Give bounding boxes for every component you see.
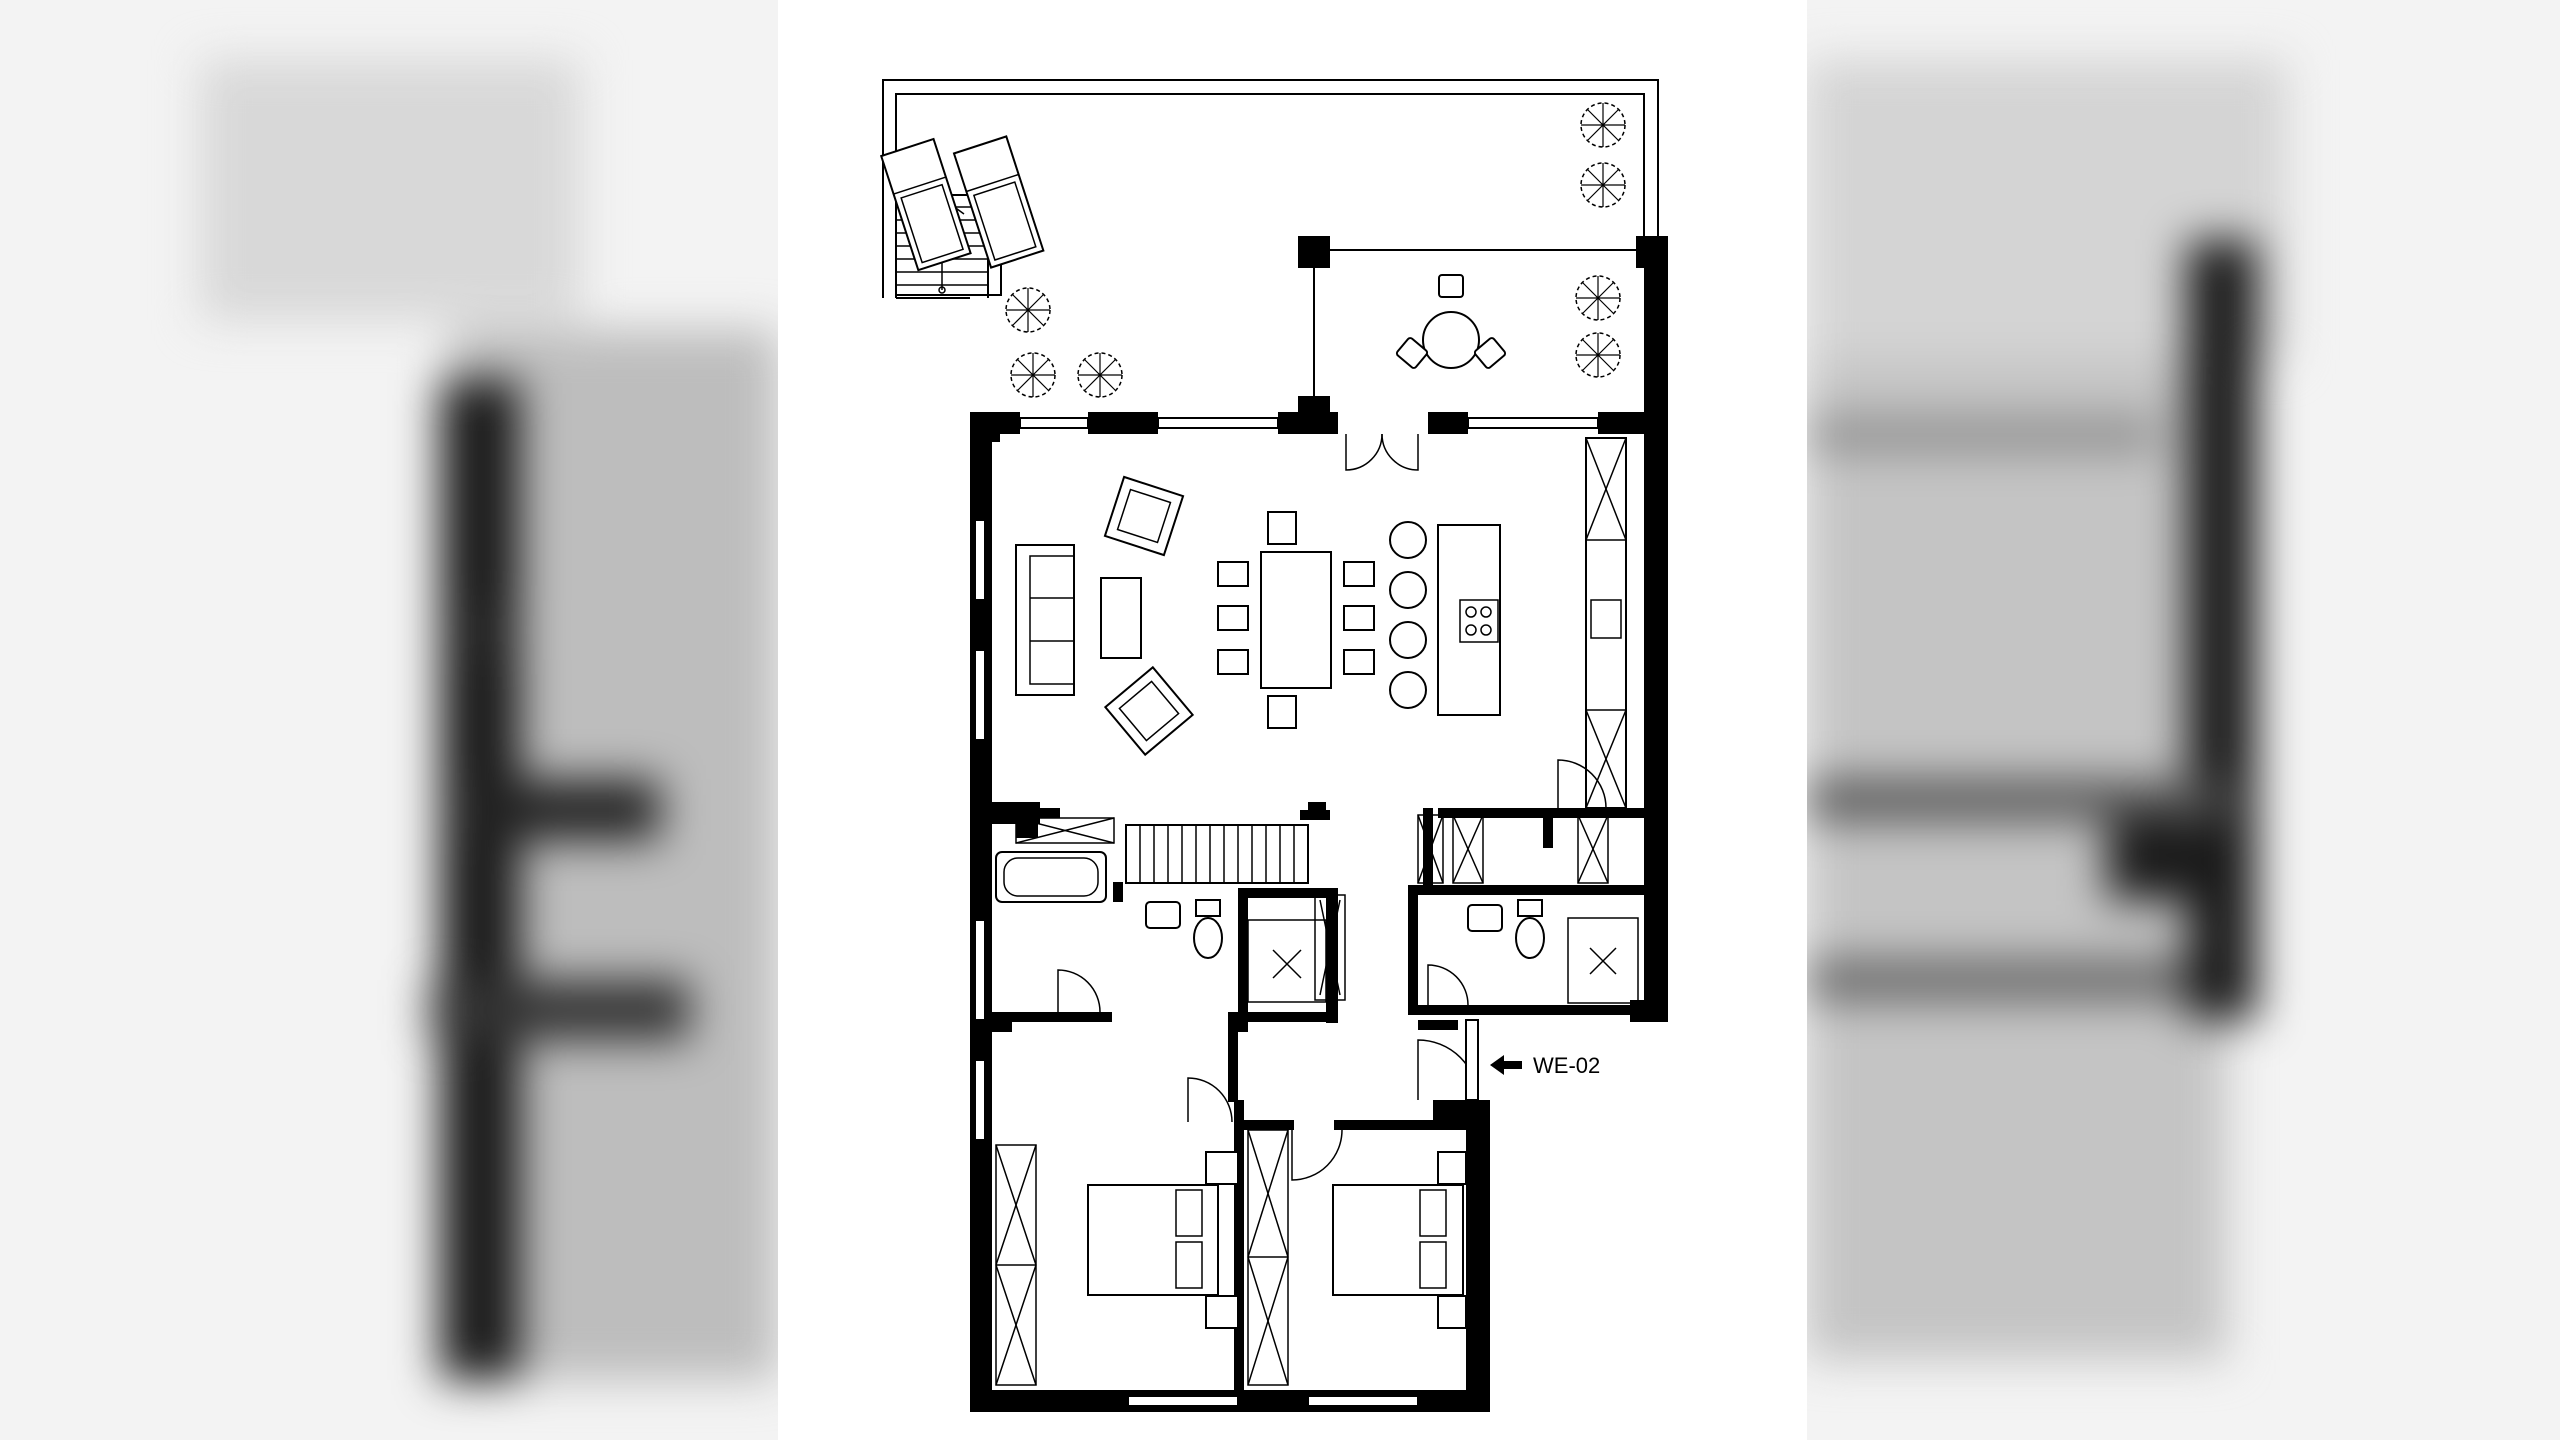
door-swing-icon (1291, 1129, 1343, 1181)
sofa-icon (1015, 544, 1075, 696)
bedroom-1 (995, 1077, 1239, 1386)
right-blurred-backdrop (1807, 0, 2560, 1440)
bed-icon (1087, 1184, 1219, 1296)
plant-icon (1005, 102, 1626, 398)
bathroom-2 (1417, 814, 1639, 1006)
coffee-table (1100, 577, 1142, 659)
kitchen-island-icon (1389, 521, 1501, 716)
toilet-icon (1515, 917, 1545, 959)
armchair-icon (1103, 475, 1185, 557)
washbasin-icon (1467, 904, 1503, 932)
sun-lounger-icon (952, 135, 1045, 269)
bedroom-2 (1247, 1129, 1467, 1386)
armchair-icon (1103, 665, 1195, 757)
shower-icon (1247, 919, 1327, 1003)
watermark-text: www.grundriss.com (970, 1234, 990, 1391)
terrace-door (1345, 433, 1419, 471)
entrance-arrow-icon (1490, 1055, 1522, 1075)
staircase-icon (1015, 817, 1309, 884)
left-blurred-backdrop (0, 0, 778, 1440)
kitchen-counter (1585, 437, 1627, 809)
sink-icon (1590, 599, 1622, 639)
floor-plan-drawing: WE-02 www.grundriss.com (879, 79, 1668, 1412)
entrance-door (1465, 1019, 1479, 1101)
interior-walls (970, 802, 1668, 1390)
floor-plan-panel: WE-02 www.grundriss.com (778, 0, 1807, 1440)
shower-icon (1567, 917, 1639, 1004)
toilet-icon (1193, 917, 1223, 959)
entrance-marker: WE-02 (1490, 1053, 1600, 1078)
round-table-icon (1395, 274, 1507, 369)
door-swing-icon (1427, 964, 1469, 1006)
washbasin-icon (1145, 901, 1181, 929)
bathtub-icon (995, 851, 1107, 903)
hob-icon (1459, 599, 1499, 643)
bed-icon (1332, 1184, 1464, 1296)
window-icon (974, 417, 1599, 1407)
pergola (1298, 236, 1668, 400)
bathroom-1 (995, 851, 1346, 1013)
sun-lounger-icon (879, 137, 972, 272)
dining-table-icon (1217, 511, 1375, 729)
door-swing-icon (1557, 759, 1607, 809)
door-swing-icon (1187, 1077, 1233, 1123)
unit-label: WE-02 (1533, 1053, 1600, 1078)
door-swing-icon (1057, 969, 1101, 1013)
exterior-walls (970, 240, 1668, 1412)
